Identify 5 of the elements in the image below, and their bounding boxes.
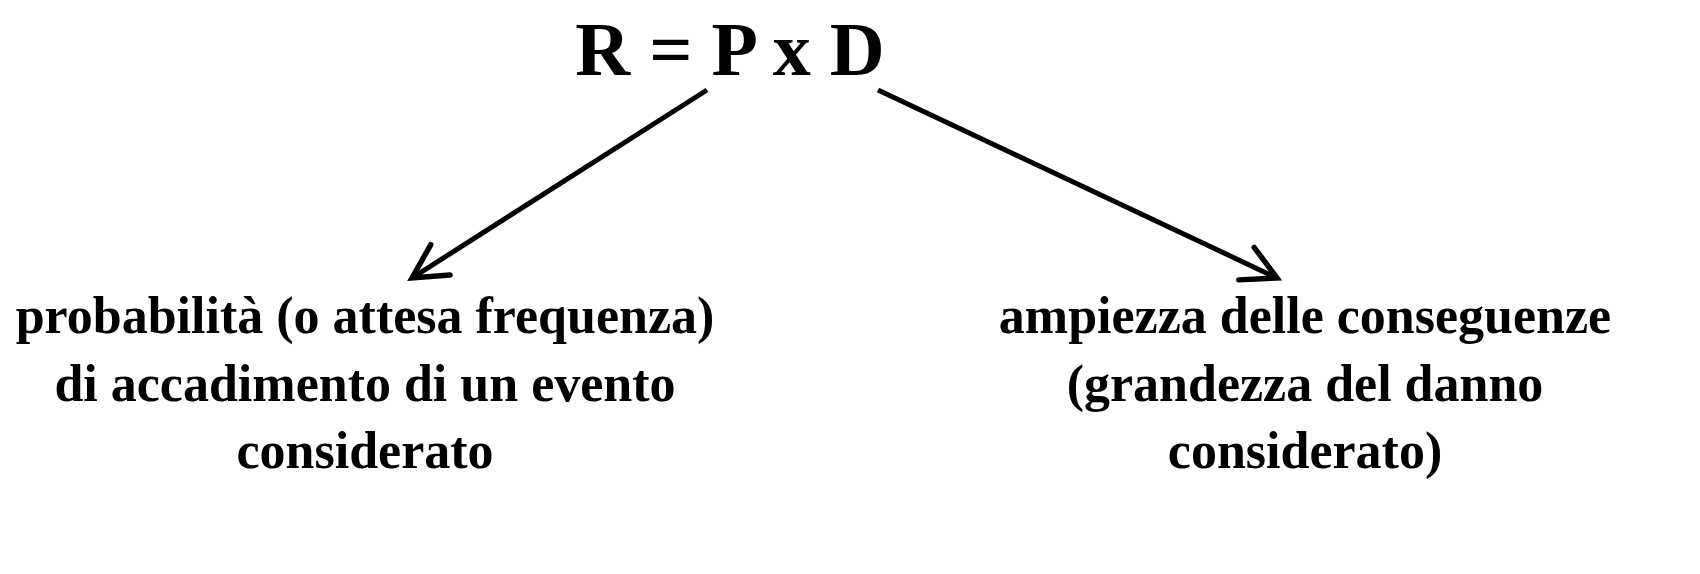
arrow bbox=[409, 87, 709, 281]
formula-heading: R = P x D bbox=[540, 10, 920, 90]
arrow bbox=[876, 87, 1280, 283]
definition-text: ampiezza delle conseguenze (grandezza del danno considerato) bbox=[925, 282, 1685, 485]
definition-text: probabilità (o attesa frequenza) di accadimento di un evento considerato bbox=[10, 282, 720, 485]
